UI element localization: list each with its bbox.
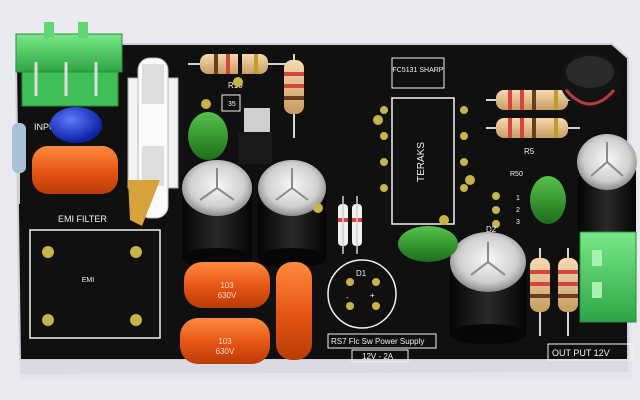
misc-pads	[201, 77, 475, 225]
film-capacitor-1: 103 630V	[184, 262, 270, 308]
fuse-holder	[127, 57, 179, 226]
silk-pin-3: 3	[516, 219, 520, 226]
optocoupler: FC5131 SHARP	[391, 57, 445, 89]
electrolytic-capacitor-1	[182, 160, 252, 268]
svg-text:EMI: EMI	[82, 277, 95, 284]
resistor-output-1	[530, 248, 550, 336]
toroid-inductor	[560, 52, 620, 108]
resistor-vertical-top	[284, 54, 304, 138]
silk-pin-2: 2	[516, 207, 520, 214]
input-terminal-block	[15, 22, 123, 107]
film-capacitor-3	[276, 262, 312, 360]
output-label-box	[547, 343, 633, 361]
main-ic	[380, 97, 468, 225]
silk-d2-label: D2	[486, 225, 497, 234]
cap1-text: 103	[220, 281, 234, 290]
silk-ic-brand: TERAKS	[416, 142, 427, 182]
silk-d1-label: D1	[356, 269, 367, 278]
silk-psu-title: RS7 Flc Sw Power Supply	[331, 337, 424, 346]
silk-output-label: OUT PUT 12V	[552, 348, 610, 358]
power-transistor	[238, 108, 272, 164]
emi-filter-outline: EMI	[29, 229, 161, 339]
resistor-right-1	[486, 90, 580, 110]
cap2-text-b: 630V	[216, 347, 235, 356]
silk-r50-label: R50	[510, 171, 523, 178]
x-capacitor	[32, 146, 118, 194]
silk-ic-part: FC5131 SHARP	[393, 67, 444, 74]
small-vertical-resistor	[12, 123, 26, 204]
silk-emi-filter-label: EMI FILTER	[58, 214, 107, 224]
component-d2	[492, 192, 500, 228]
film-capacitor-2: 103 630V	[180, 318, 270, 364]
silk-r5-label: R5	[524, 147, 535, 156]
electrolytic-capacitor-2	[258, 160, 326, 268]
resistor-right-2	[486, 118, 580, 138]
board-thickness	[20, 360, 628, 374]
electrolytic-capacitor-4	[577, 134, 637, 242]
cap1-text-b: 630V	[218, 291, 237, 300]
cap2-text: 103	[218, 337, 232, 346]
blue-ceramic-capacitor	[50, 107, 102, 143]
output-terminal-block	[579, 231, 637, 323]
silk-d1-plus: +	[370, 291, 375, 300]
silk-d1-minus: -	[346, 293, 349, 302]
power-supply-label-group	[327, 333, 437, 363]
bridge-rectifier-d1	[327, 259, 397, 329]
resistor-output-2	[558, 248, 578, 336]
silk-pin-1: 1	[516, 195, 520, 202]
small-components-center	[338, 196, 362, 254]
resistor-r10	[188, 54, 290, 74]
silk-box-35	[221, 94, 241, 112]
silk-r35-label: 35	[228, 101, 236, 108]
electrolytic-capacitor-3	[450, 232, 526, 344]
green-capacitor-left	[188, 112, 228, 160]
green-capacitor-right	[530, 176, 566, 224]
green-capacitor-center	[398, 226, 458, 262]
silk-psu-rating: 12V - 2A	[362, 352, 394, 361]
